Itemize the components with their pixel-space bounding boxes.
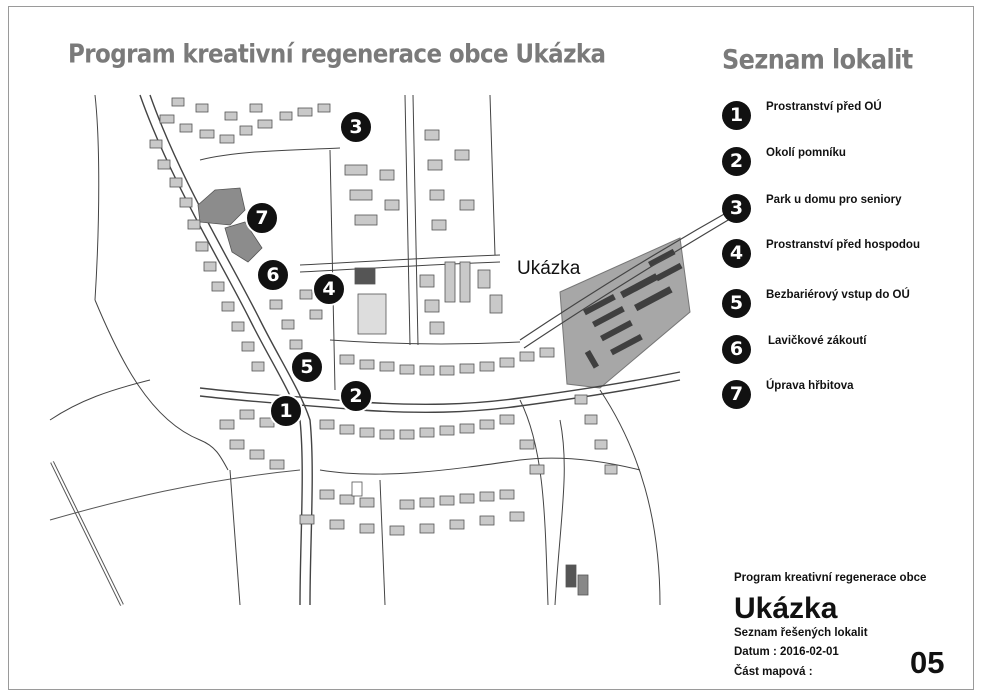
place-label-ukazka: Ukázka [517, 258, 581, 279]
map-marker-2[interactable]: 2 [339, 379, 373, 413]
legend-label-5: Bezbariérový vstup do OÚ [766, 289, 910, 301]
legend-badge-1: 1 [722, 101, 751, 130]
legend-badge-6: 6 [722, 335, 751, 364]
legend-label-2: Okolí pomníku [766, 147, 846, 159]
buildings [149, 97, 618, 596]
legend-badge-3: 3 [722, 194, 751, 223]
legend-badge-2: 2 [722, 147, 751, 176]
map-marker-6[interactable]: 6 [256, 258, 290, 292]
map-base [559, 237, 691, 389]
map-marker-1[interactable]: 1 [269, 394, 303, 428]
legend-label-3: Park u domu pro seniory [766, 194, 902, 206]
legend-title: Seznam lokalit [722, 44, 913, 76]
map-marker-3[interactable]: 3 [339, 110, 373, 144]
legend-label-6: Lavičkové zákoutí [768, 335, 867, 347]
roads [49, 94, 741, 606]
legend-label-4: Prostranství před hospodou [766, 239, 920, 251]
legend-label-7: Úprava hřbitova [766, 380, 854, 392]
legend-label-1: Prostranství před OÚ [766, 101, 882, 113]
info-program: Program kreativní regenerace obce [734, 572, 927, 584]
info-part: Část mapová : [734, 666, 813, 678]
info-date: Datum : 2016-02-01 [734, 646, 839, 658]
legend-badge-4: 4 [722, 239, 751, 268]
page-frame [8, 6, 974, 690]
info-subtitle: Seznam řešených lokalit [734, 627, 868, 639]
map-marker-7[interactable]: 7 [245, 201, 279, 235]
map-marker-4[interactable]: 4 [312, 272, 346, 306]
page-title: Program kreativní regenerace obce Ukázka [68, 40, 606, 70]
legend-badge-5: 5 [722, 289, 751, 318]
railway [49, 461, 301, 606]
info-village-name: Ukázka [734, 592, 838, 625]
sheet-number: 05 [910, 645, 945, 680]
legend-badge-7: 7 [722, 380, 751, 409]
map-marker-5[interactable]: 5 [290, 350, 324, 384]
